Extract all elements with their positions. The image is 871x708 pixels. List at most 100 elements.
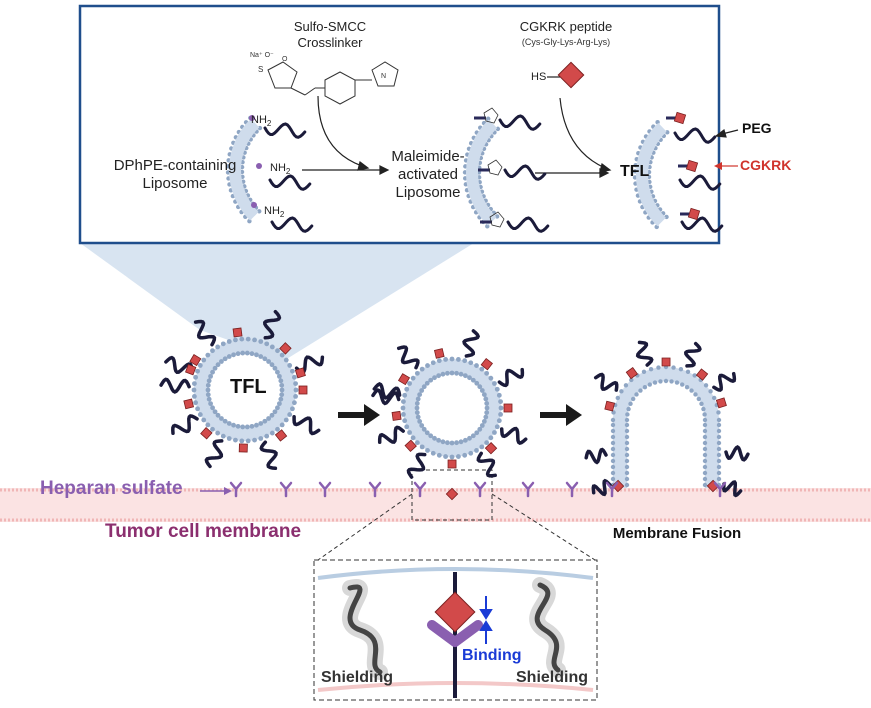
step2-line3: Liposome [395,184,461,201]
middle-tfl-lipid-head [424,430,430,436]
binding-label: Binding [462,647,522,664]
middle-tfl-bilayer [403,359,501,457]
middle-tfl-lipid-head [404,386,410,392]
fusion-peg [722,480,743,498]
main-tfl-lipid-head [197,363,203,368]
main-tfl-lipid-head [291,374,297,380]
fusion-lipid-head [702,412,707,417]
middle-tfl-lipid-head [430,450,436,456]
fusion-peg [724,445,750,462]
heparan-sulfate-receptor [279,481,293,498]
main-tfl-lipid-head [293,381,298,387]
main-tfl-lipid-head [205,387,211,393]
middle-tfl-lipid-head [492,381,497,386]
main-tfl-peptide [189,354,202,367]
main-tfl-lipid-head [195,368,200,374]
main-tfl-lipid-head [283,417,289,423]
middle-tfl-lipid-head [484,440,490,446]
nh2-label-2: NH2 [270,162,291,177]
heparan-sulfate-label: Heparan sulfate [40,478,183,499]
main-tfl-peg [193,319,217,347]
fusion-lipid-head [624,476,630,482]
synthesis-panel-frame [78,4,721,245]
fusion-lipid-head [699,401,704,406]
middle-tfl-lipid-head [479,444,485,450]
fusion-lipid-head [624,452,630,458]
middle-tfl-lipid-head [481,392,487,398]
middle-tfl-lipid-head [474,380,480,386]
middle-tfl-lipid-head [415,396,421,402]
middle-tfl-lipid-head [467,375,472,381]
panel-amine-dot [249,115,255,121]
middle-tfl-lipid-head [400,405,406,411]
fusion-peg [635,340,654,367]
fusion-lipid-head [692,373,697,378]
fusion-lipid-head [716,446,722,452]
main-tfl-lipid-head [208,373,213,379]
middle-tfl-lipid-head [436,437,442,443]
main-tfl-lipid-head [291,400,297,406]
main-tfl-lipid-head [266,416,271,421]
panel-peg-1 [268,174,312,191]
middle-tfl-lipid-head [436,452,442,458]
main-tfl-lipid-head [215,412,221,418]
middle-tfl-lipid-head [454,440,459,446]
main-tfl-lipid-head [293,387,299,393]
middle-tfl-peg [372,382,402,400]
fusion-lipid-head [716,452,722,458]
middle-tfl-peg [377,425,405,444]
middle-tfl-lipid-head [419,366,425,372]
fusion-lipid-head [611,410,616,415]
heparan-sulfate-receptor [368,481,382,498]
nitrogen-label: N [381,73,387,80]
panel-amine-dot [251,202,257,208]
main-tfl-lipid-head [210,369,215,375]
fusion-lipid-head [610,476,616,482]
fusion-lipid-head [624,417,630,423]
fusion-lipid-head [716,470,722,476]
panel-liposome-3-bilayer [636,122,667,227]
main-tfl-lipid-head [266,359,271,364]
middle-tfl-lipid-head [407,381,412,386]
main-tfl-lipid-head [215,344,221,350]
main-tfl-lipid-head [287,363,293,368]
fusion-lipid-head [696,396,702,402]
middle-tfl-lipid-head [428,433,434,439]
main-tfl-lipid-head [240,424,246,430]
main-tfl-lipid-head [239,438,245,444]
oxygen-label: O [282,56,288,63]
fusion-lipid-head [702,452,708,458]
middle-tfl-lipid-head [443,357,449,362]
middle-tfl-lipid-head [484,405,490,411]
middle-tfl-lipid-head [496,418,502,424]
middle-tfl-lipid-head [462,452,468,458]
middle-tfl-lipid-head [414,370,420,376]
main-tfl-lipid-head [278,396,284,402]
fusion-peg [683,341,702,368]
middle-tfl-lipid-head [494,424,500,430]
fusion-lipid-head [680,382,685,387]
main-tfl-peptide [238,443,248,453]
middle-tfl-lipid-head [410,375,416,381]
cgkrk-peptide-diamond [557,61,585,89]
fusion-lipid-head [624,464,630,470]
middle-tfl-lipid-head [492,430,497,435]
main-tfl-lipid-head [231,422,236,428]
heparan-sulfate-receptor [229,481,243,498]
main-tfl-lipid-head [195,406,200,412]
middle-tfl-peg [396,345,420,370]
fusion-lipid-head [716,440,722,446]
fusion-peptide [604,400,616,412]
inset-heparan-y [427,620,483,647]
fusion-lipid-head [716,417,722,423]
fusion-peg [712,371,737,392]
middle-tfl-lipid-head [468,360,474,366]
bound-peptide [445,487,459,501]
main-tfl-lipid-head [252,337,257,343]
middle-tfl-lipid-head [402,392,408,398]
middle-tfl-lipid-head [424,380,430,386]
main-tfl-lipid-head [269,412,275,418]
heparan-sulfate-receptor [521,481,535,498]
fusion-lipid-head [716,464,722,470]
